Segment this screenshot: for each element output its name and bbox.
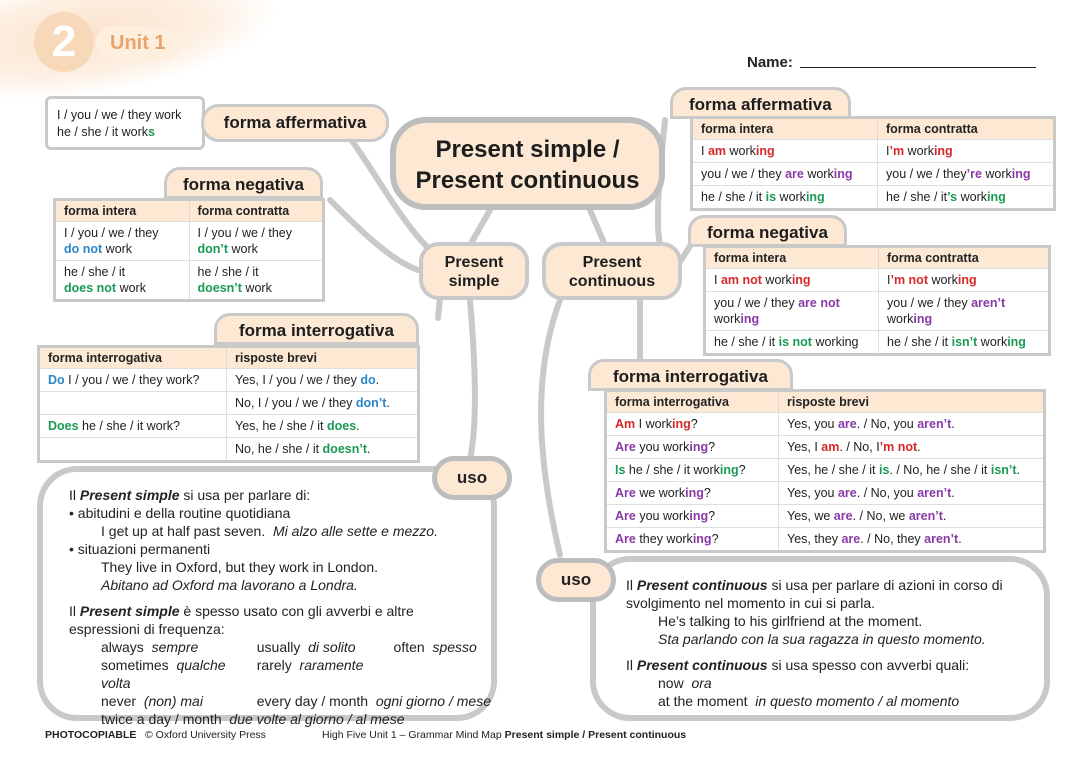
footer-topic: Present simple / Present continuous — [504, 729, 687, 741]
footer-copyright: © Oxford University Press — [145, 729, 266, 741]
simple-int-header-question: forma interrogativa — [38, 346, 227, 369]
simple-neg-header-contratta: forma contratta — [189, 199, 324, 222]
simple-affirmative-box: I / you / we / they work he / she / it w… — [45, 96, 205, 150]
node-present-simple: Present simple — [419, 242, 529, 300]
simple-aff-line2: he / she / it works — [57, 125, 155, 139]
table-row: Am I working?Yes, you are. / No, you are… — [605, 412, 1045, 436]
continuous-uso-box: Il Present continuous si usa per parlare… — [590, 556, 1050, 721]
node-continuous-line1: Present — [582, 254, 642, 271]
table-row: Are you working?Yes, we are. / No, we ar… — [605, 504, 1045, 528]
simple-neg-title: forma negativa — [164, 167, 323, 199]
table-row: Are we working?Yes, you are. / No, you a… — [605, 481, 1045, 505]
table-row: No, he / she / it doesn’t. — [38, 437, 419, 462]
center-topic: Present simple / Present continuous — [390, 117, 665, 210]
unit-label: Unit 1 — [96, 26, 180, 60]
simple-aff-line1: I / you / we / they work — [57, 108, 182, 122]
node-present-continuous: Present continuous — [542, 242, 682, 300]
continuous-int-header-question: forma interrogativa — [605, 390, 779, 413]
continuous-neg-header-contratta: forma contratta — [878, 246, 1050, 269]
continuous-int-title: forma interrogativa — [588, 359, 793, 391]
continuous-uso-label: uso — [536, 558, 616, 602]
node-continuous-line2: continuous — [568, 273, 656, 290]
simple-uso-label: uso — [432, 456, 512, 500]
footer-series: High Five Unit 1 – Grammar Mind Map Pres… — [322, 729, 686, 741]
table-row: Are you working?Yes, I am. / No, I’m not… — [605, 435, 1045, 459]
center-title-line2: Present continuous — [415, 167, 640, 194]
name-field-line[interactable] — [800, 67, 1036, 68]
unit-number-badge: 2 — [34, 12, 94, 72]
table-row: Does he / she / it work?Yes, he / she / … — [38, 414, 419, 438]
node-simple-line2: simple — [448, 273, 500, 290]
table-row: No, I / you / we / they don’t. — [38, 391, 419, 415]
footer-series-text: High Five Unit 1 – Grammar Mind Map — [322, 729, 502, 741]
continuous-neg-header-intera: forma intera — [704, 246, 879, 269]
simple-uso-box: Il Present simple si usa per parlare di:… — [37, 466, 497, 727]
table-row: Is he / she / it working?Yes, he / she /… — [605, 458, 1045, 482]
simple-aff-title: forma affermativa — [201, 104, 389, 142]
table-row: Do I / you / we / they work?Yes, I / you… — [38, 368, 419, 392]
center-title-line1: Present simple / — [435, 136, 620, 163]
continuous-neg-title: forma negativa — [688, 215, 847, 247]
node-simple-line1: Present — [444, 254, 504, 271]
simple-int-title: forma interrogativa — [214, 313, 419, 345]
continuous-aff-header-intera: forma intera — [691, 117, 878, 140]
continuous-aff-title: forma affermativa — [670, 87, 851, 119]
simple-int-header-answers: risposte brevi — [226, 346, 419, 369]
name-label: Name: — [747, 54, 793, 71]
footer-photocopiable: PHOTOCOPIABLE — [45, 729, 137, 741]
table-row: Are they working?Yes, they are. / No, th… — [605, 527, 1045, 552]
continuous-int-header-answers: risposte brevi — [778, 390, 1045, 413]
simple-neg-header-intera: forma intera — [54, 199, 190, 222]
continuous-aff-header-contratta: forma contratta — [877, 117, 1055, 140]
